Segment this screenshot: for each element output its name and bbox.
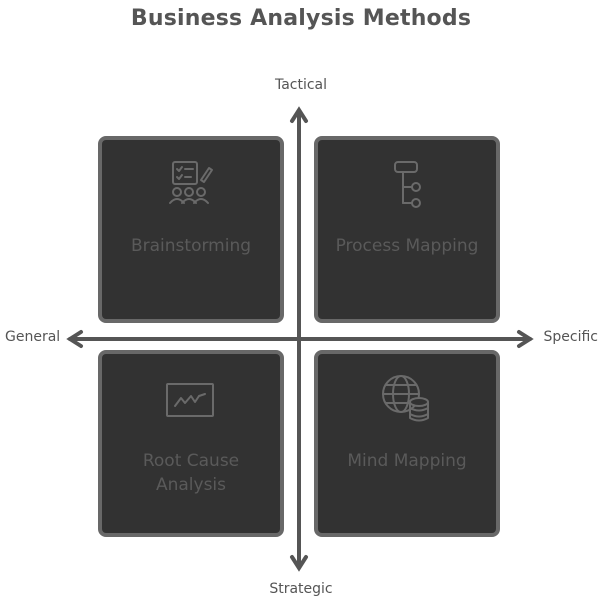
arrow-up-icon — [290, 106, 308, 123]
quadrant-label: Process Mapping — [335, 236, 479, 256]
quadrant-root-cause-analysis: Root Cause Analysis — [98, 350, 284, 537]
page-title: Business Analysis Methods — [130, 6, 472, 31]
flowchart-icon — [394, 161, 421, 208]
axis-label-top: Tactical — [274, 77, 328, 93]
brainstorming-icon — [169, 161, 213, 204]
quadrant-label: Root Cause Analysis — [142, 451, 240, 495]
axis-label-right: Specific — [543, 329, 599, 345]
arrow-down-icon — [290, 555, 308, 572]
axis-label-left: General — [5, 329, 61, 345]
quadrant-label: Brainstorming — [130, 236, 252, 256]
arrow-right-icon — [517, 330, 534, 348]
quadrant-mind-mapping: Mind Mapping — [314, 350, 500, 537]
axis-label-bottom: Strategic — [269, 581, 333, 597]
globe-database-icon — [382, 375, 429, 422]
quadrant-label: Mind Mapping — [347, 451, 467, 471]
arrow-left-icon — [66, 330, 83, 348]
line-chart-icon — [166, 383, 214, 417]
quadrant-process-mapping: Process Mapping — [314, 136, 500, 323]
quadrant-brainstorming: Brainstorming — [98, 136, 284, 323]
